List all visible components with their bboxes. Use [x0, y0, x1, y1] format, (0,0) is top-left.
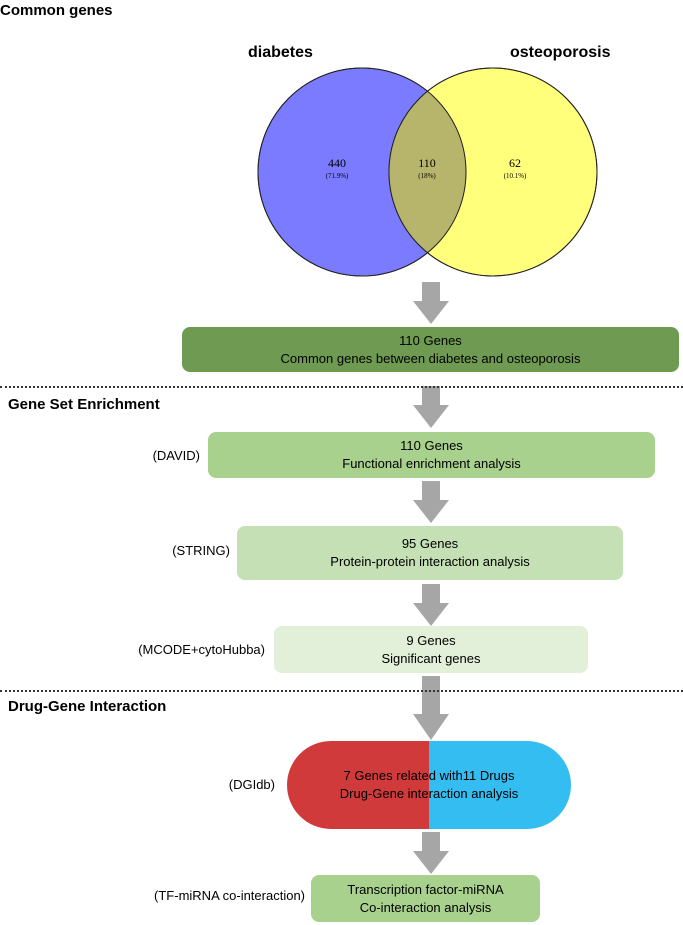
box-protein-interaction-count: 95 Genes — [401, 536, 459, 551]
box-significant-genes-desc: Significant genes — [381, 650, 481, 666]
box-tf-mirna-line2: Co-interaction analysis — [359, 899, 492, 915]
venn-overlap-count: 110 — [418, 156, 436, 170]
down-arrow-icon — [413, 282, 449, 324]
label-dgidb: (DGIdb) — [228, 777, 275, 792]
box-drug-gene-desc: Drug-Gene interaction analysis — [339, 786, 519, 801]
venn-left-percent: (71.9%) — [326, 172, 349, 180]
label-tf-mirna: (TF-miRNA co-interaction) — [154, 888, 305, 903]
box-tf-mirna: Transcription factor-miRNA Co-interactio… — [311, 875, 540, 922]
label-david: (DAVID) — [152, 448, 200, 463]
box-protein-interaction-desc: Protein-protein interaction analysis — [330, 554, 530, 569]
box-drug-gene-interaction: 7 Genes related with11 Drugs Drug-Gene i… — [287, 741, 571, 829]
box-tf-mirna-line1: Transcription factor-miRNA — [347, 881, 504, 897]
down-arrow-icon — [413, 676, 449, 740]
down-arrow-icon — [413, 584, 449, 626]
down-arrow-icon — [413, 386, 449, 428]
label-mcode-cytohubba: (MCODE+cytoHubba) — [138, 642, 265, 657]
box-common-genes-desc: Common genes between diabetes and osteop… — [280, 350, 581, 366]
box-functional-enrichment-count: 110 Genes — [400, 438, 463, 453]
section-divider — [0, 386, 683, 388]
venn-left-count: 440 — [328, 156, 346, 170]
venn-diagram: 440 (71.9%) 110 (18%) 62 (10.1%) — [257, 67, 598, 277]
box-functional-enrichment: 110 Genes Functional enrichment analysis — [208, 432, 655, 478]
section-divider — [0, 690, 683, 692]
box-functional-enrichment-desc: Functional enrichment analysis — [342, 456, 521, 471]
venn-overlap-region — [389, 68, 466, 276]
box-protein-interaction: 95 Genes Protein-protein interaction ana… — [237, 526, 623, 580]
venn-right-count: 62 — [509, 156, 521, 170]
venn-right-percent: (10.1%) — [504, 172, 527, 180]
section-title-gene-set-enrichment: Gene Set Enrichment — [8, 396, 160, 413]
venn-label-osteoporosis: osteoporosis — [510, 44, 611, 61]
box-drug-gene-count: 7 Genes related with11 Drugs — [343, 768, 515, 783]
box-common-genes: 110 Genes Common genes between diabetes … — [182, 327, 679, 372]
venn-overlap-percent: (18%) — [418, 172, 436, 180]
section-title-common-genes: Common genes — [0, 2, 113, 19]
box-common-genes-count: 110 Genes — [399, 332, 462, 348]
box-significant-genes: 9 Genes Significant genes — [274, 626, 588, 673]
down-arrow-icon — [413, 481, 449, 523]
down-arrow-icon — [413, 832, 449, 874]
venn-label-diabetes: diabetes — [248, 44, 313, 61]
box-significant-genes-count: 9 Genes — [406, 632, 456, 648]
section-title-drug-gene-interaction: Drug-Gene Interaction — [8, 698, 167, 715]
label-string: (STRING) — [172, 543, 230, 558]
